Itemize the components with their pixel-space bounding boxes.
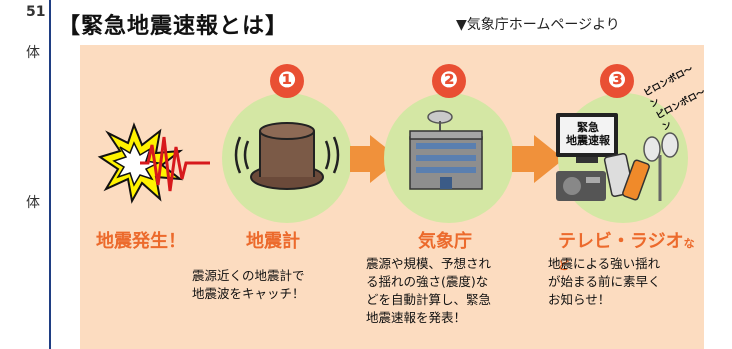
quake-label: 地震発生！ [96,231,186,252]
left-fragment-char: 体 [26,195,40,211]
step-1-label: 地震計 [246,231,300,252]
step-2-description: 震源や規模、予想され る揺れの強さ(震度)な どを自動計算し、緊急 地震速報を発… [366,256,492,325]
step-3-label-main: テレビ・ラジオ [558,231,684,252]
left-fragment-char: 体 [26,45,40,61]
step-1-number: ❶ [270,64,304,98]
page-title: 【緊急地震速報とは】 [58,14,289,39]
seismometer-icon [234,122,340,190]
tv-screen-text: 緊急 地震速報 [562,121,614,147]
step-3-description: 地震による強い揺れ が始まる前に素早く お知らせ！ [548,256,661,307]
step-2-number: ❷ [432,64,466,98]
diagram-panel: 地震発生！ ❶ 地震計 震源近くの地震計で 地震波をキャッチ！ ❷ 気象庁 震源… [80,45,707,349]
tv-screen-line-2: 地震速報 [566,134,610,147]
column-divider [49,0,51,349]
source-note: ▼気象庁ホームページより [456,17,620,33]
step-3-label-suffix: など [558,237,695,272]
flow-arrow-1-body [350,146,370,172]
step-2-label: 気象庁 [418,231,472,252]
earthquake-burst-icon [97,122,210,204]
left-column-fragment: 51 体 体 [0,0,50,349]
step-3-label: テレビ・ラジオなど [558,227,704,274]
tv-screen-line-1: 緊急 [577,121,599,134]
left-fragment-number: 51 [26,4,46,20]
step-1-description: 震源近くの地震計で 地震波をキャッチ！ [192,268,305,301]
building-with-antenna-icon [409,110,483,190]
tv-radio-phone-icon [556,113,679,201]
flow-arrow-2-body [512,146,534,172]
step-3-number: ❸ [600,64,634,98]
